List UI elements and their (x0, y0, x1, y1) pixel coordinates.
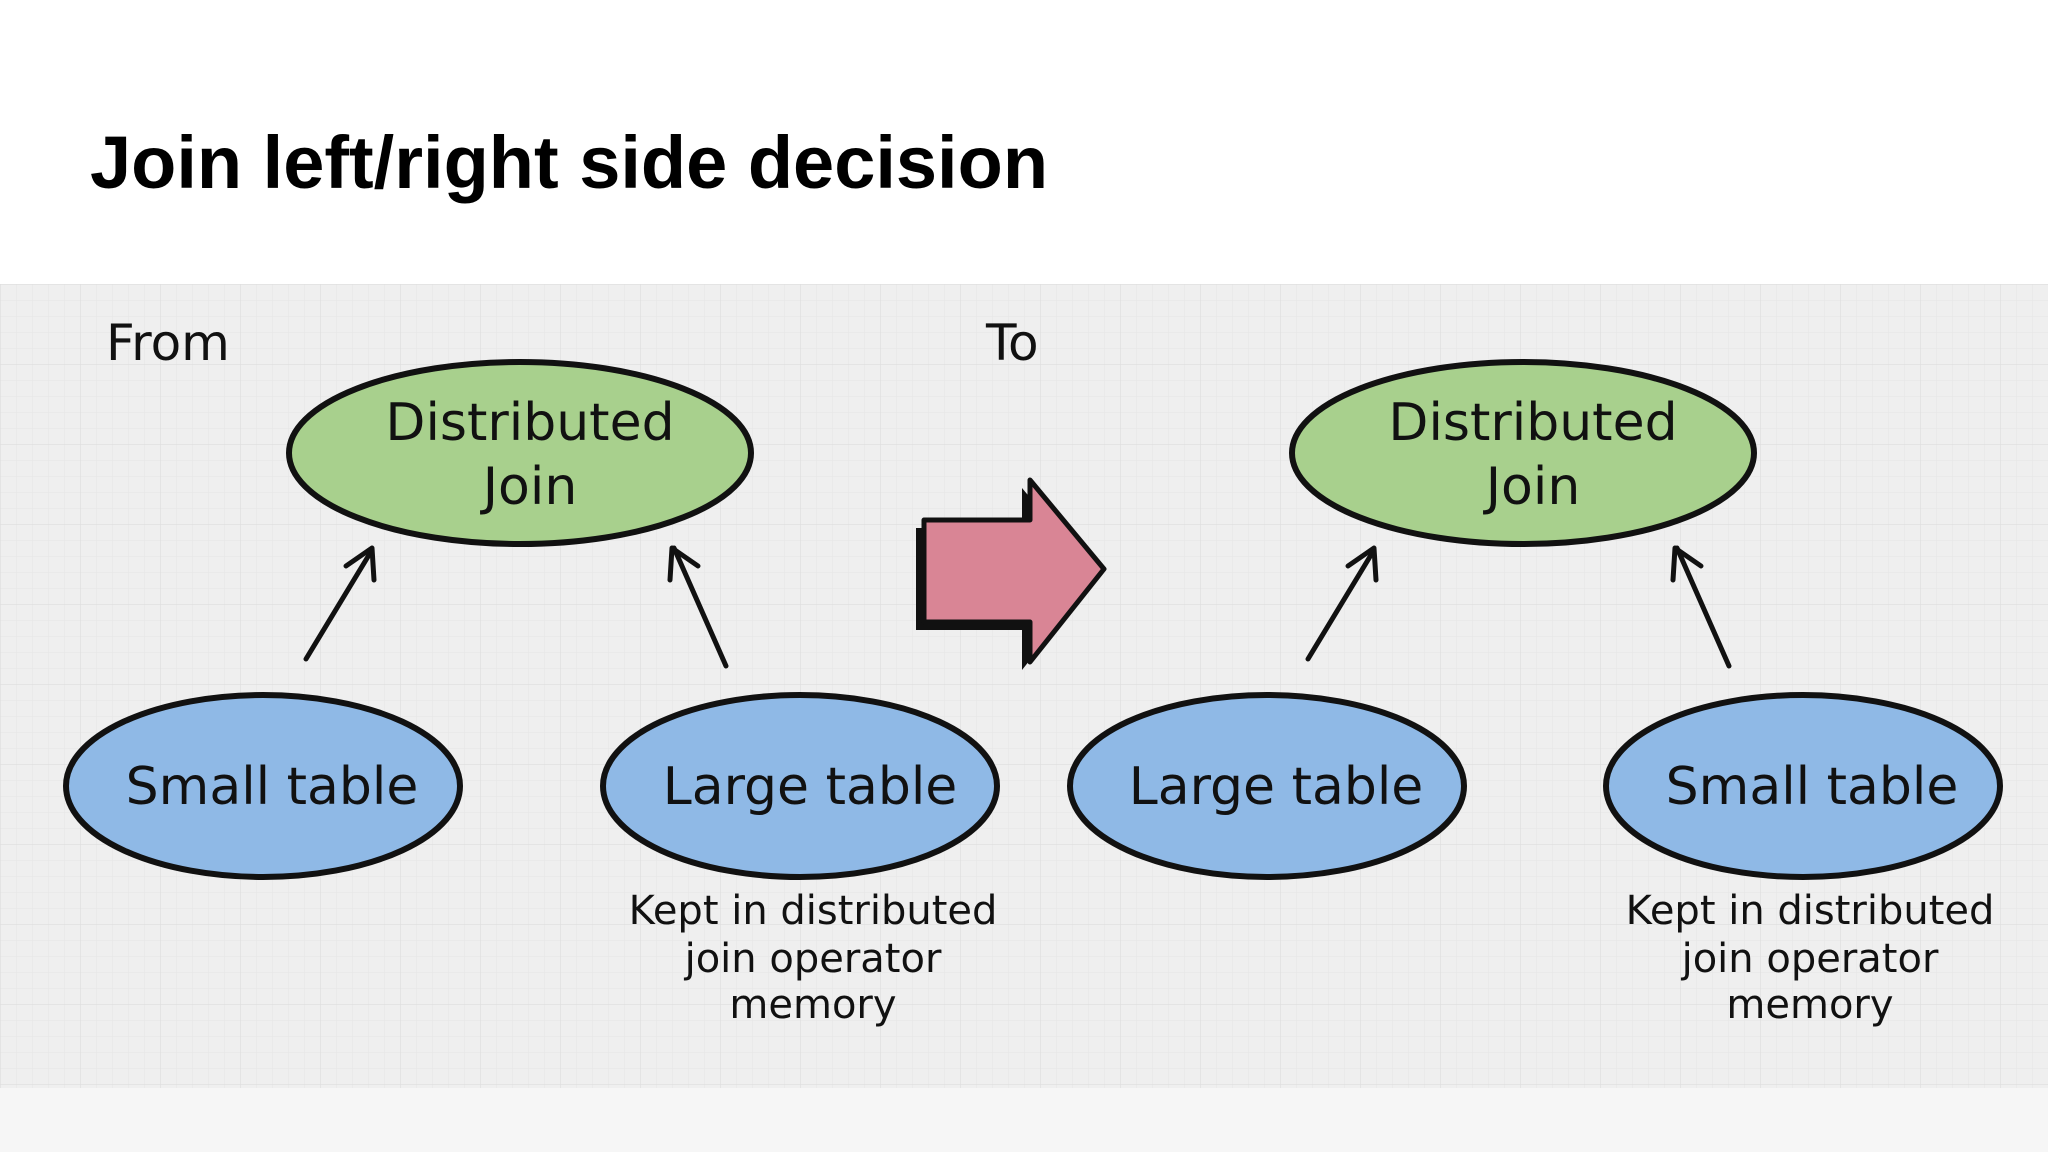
to-join-node: Distributed Join (1289, 359, 1757, 547)
to-right-arrow (1670, 545, 1732, 669)
bottom-margin (0, 1088, 2048, 1152)
to-small-table-ellipse (1603, 692, 2003, 880)
from-note: Kept in distributed join operator memory (629, 888, 998, 1028)
slide-title: Join left/right side decision (90, 121, 1049, 204)
from-join-label-line2: Join (480, 457, 578, 517)
to-large-table-ellipse (1067, 692, 1467, 880)
join-side-diagram: From To Distributed Join Small table Lar… (0, 284, 2048, 1088)
to-join-label-line2: Join (1483, 457, 1581, 517)
to-small-table-label: Small table (1666, 757, 1959, 817)
diagram-canvas: From To Distributed Join Small table Lar… (0, 284, 2048, 1088)
from-join-ellipse (286, 359, 754, 547)
to-note-line2: join operator (1681, 936, 1939, 982)
to-note: Kept in distributed join operator memory (1626, 888, 1995, 1028)
to-join-ellipse (1289, 359, 1757, 547)
to-left-arrow (1305, 545, 1379, 662)
from-note-line3: memory (729, 982, 896, 1028)
to-right-child-node: Small table (1603, 692, 2003, 880)
from-label: From (106, 314, 230, 372)
transition-arrow-icon (916, 477, 1107, 670)
from-large-table-ellipse (600, 692, 1000, 880)
from-large-table-label: Large table (663, 757, 958, 817)
from-join-node: Distributed Join (286, 359, 754, 547)
to-large-table-label: Large table (1129, 757, 1424, 817)
to-note-line3: memory (1726, 982, 1893, 1028)
from-small-table-label: Small table (126, 757, 419, 817)
from-right-child-node: Large table (600, 692, 1000, 880)
from-note-line2: join operator (684, 936, 942, 982)
from-left-child-node: Small table (63, 692, 463, 880)
from-left-arrow (303, 545, 377, 662)
to-label: To (985, 314, 1039, 372)
to-note-line1: Kept in distributed (1626, 888, 1995, 934)
from-right-arrow (667, 545, 729, 669)
from-note-line1: Kept in distributed (629, 888, 998, 934)
to-left-child-node: Large table (1067, 692, 1467, 880)
from-small-table-ellipse (63, 692, 463, 880)
to-join-label-line1: Distributed (1388, 393, 1677, 453)
from-join-label-line1: Distributed (385, 393, 674, 453)
